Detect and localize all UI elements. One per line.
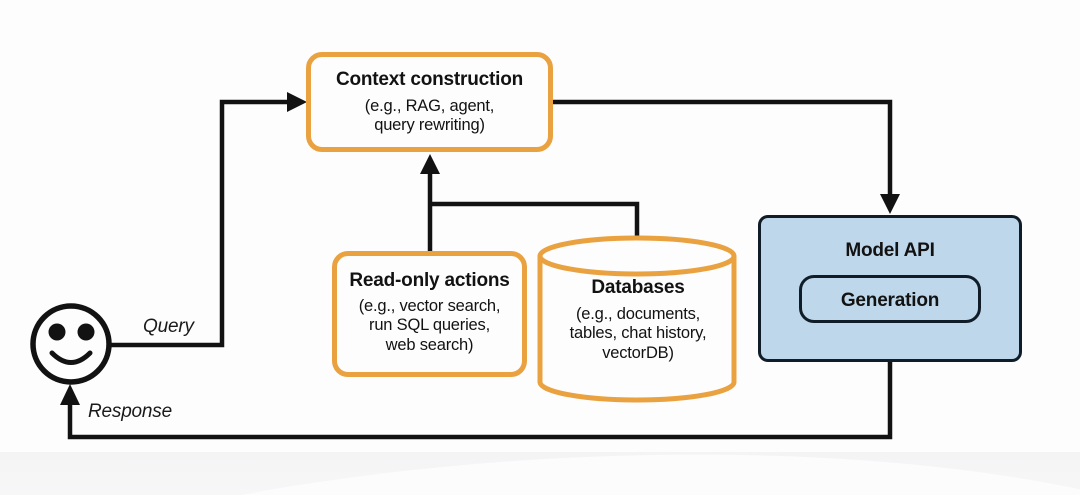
model-api-title: Model API: [845, 240, 935, 261]
databases-subtitle-line3: vectorDB): [602, 343, 674, 362]
database-cylinder-icon: [537, 235, 737, 403]
smiley-face-icon: [30, 303, 112, 385]
context-construction-title: Context construction: [335, 69, 524, 90]
readonly-to-context-arrow: [420, 154, 440, 251]
databases-subtitle-line1: (e.g., documents,: [575, 304, 701, 323]
query-arrow: [107, 92, 307, 348]
databases-connector-line: [430, 201, 640, 238]
read-only-actions-subtitle-line1: (e.g., vector search,: [358, 296, 501, 315]
read-only-actions-subtitle-line2: run SQL queries,: [369, 316, 490, 335]
context-construction-node: Context construction (e.g., RAG, agent, …: [306, 52, 553, 152]
context-construction-subtitle-line2: query rewriting): [374, 116, 485, 135]
response-label: Response: [88, 401, 172, 422]
query-label: Query: [143, 316, 194, 337]
generation-node: Generation: [799, 274, 981, 323]
model-api-node: Model API Generation: [758, 215, 1022, 362]
context-construction-subtitle-line1: (e.g., RAG, agent,: [364, 96, 495, 115]
read-only-actions-subtitle-line3: web search): [385, 335, 474, 354]
read-only-actions-title: Read-only actions: [349, 270, 510, 291]
response-arrow: [60, 360, 893, 440]
databases-subtitle-line2: tables, chat history,: [569, 324, 707, 343]
databases-node: Databases (e.g., documents, tables, chat…: [540, 276, 736, 363]
databases-title: Databases: [591, 277, 685, 298]
read-only-actions-node: Read-only actions (e.g., vector search, …: [332, 251, 527, 377]
context-to-model-arrow: [553, 99, 900, 214]
